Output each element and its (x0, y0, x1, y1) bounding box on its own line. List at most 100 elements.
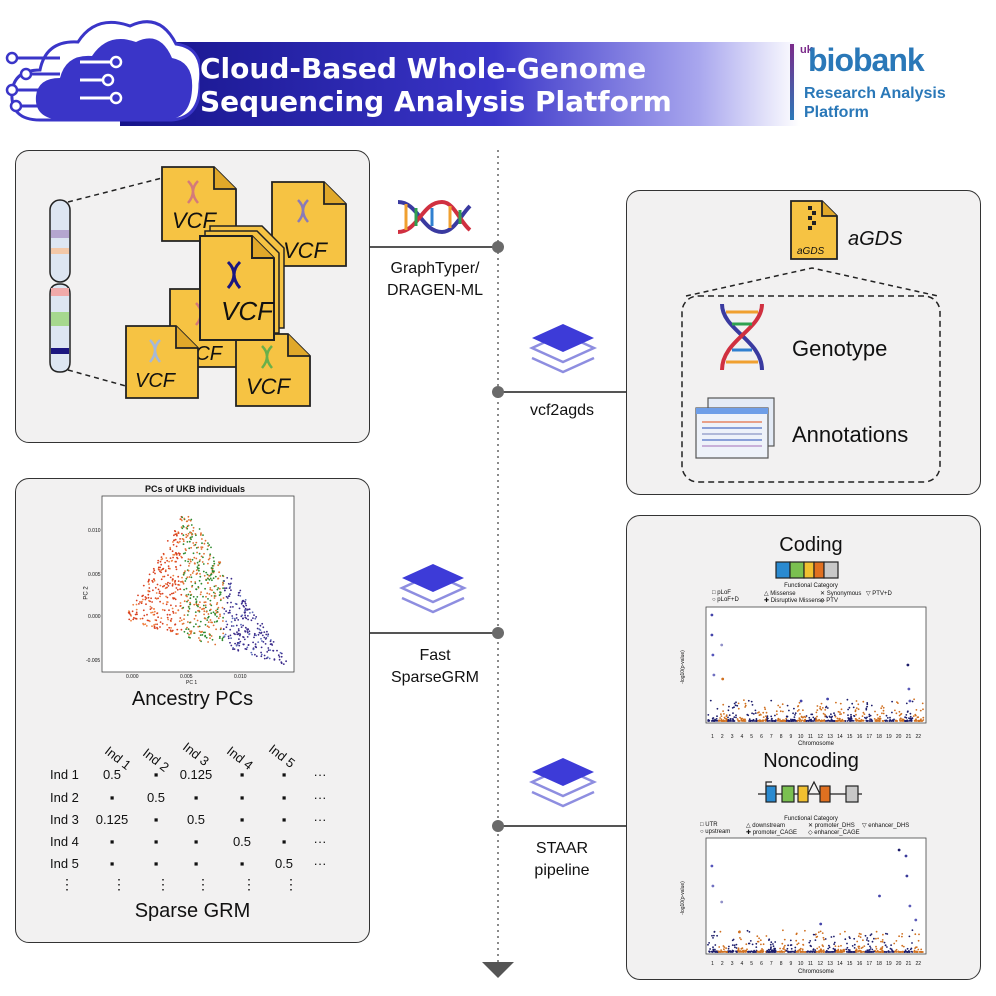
pca-point (263, 631, 266, 633)
pca-point (175, 612, 177, 614)
pca-point (204, 623, 207, 626)
manhattan-point (822, 936, 825, 939)
grm-cell: ▪ (193, 856, 199, 871)
grm-cell: ▪ (281, 767, 287, 782)
pca-point (182, 606, 185, 609)
pca-point (227, 637, 230, 640)
manhattan-point (716, 934, 718, 937)
pca-point (272, 649, 274, 652)
pca-point (191, 572, 194, 574)
manhattan-point (797, 705, 799, 708)
pca-point (229, 593, 231, 595)
pca-point (262, 626, 265, 629)
pca-point (222, 628, 225, 631)
pca-point (263, 657, 266, 660)
pca-point (139, 601, 141, 603)
pca-point (180, 619, 183, 622)
pca-point (235, 613, 238, 616)
pca-point (202, 631, 205, 634)
pca-point (271, 644, 274, 646)
pca-point (247, 615, 249, 617)
manhattan-point (881, 940, 884, 943)
pca-point (166, 613, 169, 616)
pca-point (185, 520, 188, 523)
pca-point (250, 619, 253, 622)
grm-row-header: Ind 3 (50, 812, 79, 827)
manhattan-point (789, 939, 792, 942)
manhattan-point (848, 950, 851, 953)
pca-point (189, 636, 191, 639)
manhattan-point (804, 929, 806, 932)
manhattan-point (870, 720, 873, 722)
pca-point (212, 577, 215, 580)
manhattan-point (844, 930, 846, 933)
manhattan-point (896, 701, 898, 703)
logo-uk: uk (800, 44, 813, 56)
manhattan-point (712, 949, 715, 952)
pca-point (247, 628, 250, 631)
manhattan-point (746, 929, 749, 932)
manhattan-point (731, 944, 734, 946)
pca-point (246, 631, 249, 634)
pca-point (198, 625, 201, 628)
manhattan-point (803, 720, 806, 722)
manhattan-point (819, 706, 822, 708)
grm-ellipsis: ⋮ (196, 876, 210, 892)
manhattan-point (866, 937, 869, 939)
manhattan-point (785, 949, 788, 952)
chromosome-tick: 22 (915, 734, 922, 740)
pca-point (162, 585, 164, 588)
manhattan-point (822, 712, 825, 715)
manhattan-point (869, 945, 871, 948)
pca-point (217, 577, 219, 580)
manhattan-point (768, 951, 771, 953)
manhattan-point (770, 941, 773, 944)
manhattan-point (895, 940, 898, 942)
pca-point (166, 601, 168, 603)
pca-point (183, 630, 186, 633)
manhattan-point (851, 945, 854, 947)
noncoding-legend-item: □ UTR (700, 822, 718, 828)
pca-point (157, 559, 160, 562)
pca-point (236, 631, 238, 634)
pca-point (253, 636, 255, 639)
manhattan-point (902, 945, 905, 948)
manhattan-point (816, 947, 819, 950)
manhattan-point (858, 932, 861, 935)
pca-point (147, 589, 150, 592)
manhattan-point (727, 950, 730, 953)
pca-point (243, 638, 246, 641)
pca-xtick: 0.010 (234, 674, 247, 680)
manhattan-point (733, 702, 736, 705)
manhattan-point (881, 720, 884, 722)
manhattan-point (845, 948, 848, 951)
manhattan-point (800, 715, 803, 718)
pca-point (245, 604, 248, 607)
pca-point (189, 601, 191, 604)
manhattan-point (823, 951, 825, 953)
manhattan-point (876, 720, 879, 722)
pca-point (226, 597, 229, 599)
pca-point (160, 617, 163, 619)
manhattan-peak (908, 904, 912, 908)
pca-point (188, 540, 191, 543)
manhattan-point (772, 945, 775, 948)
pca-point (169, 576, 172, 579)
grm-cell: ▪ (193, 834, 199, 849)
manhattan-point (909, 719, 912, 722)
pca-point (169, 548, 172, 551)
manhattan-point (859, 936, 862, 939)
manhattan-point (882, 712, 885, 715)
manhattan-peak (905, 874, 909, 878)
pca-point (237, 629, 240, 632)
pca-point (179, 588, 182, 590)
grm-ellipsis: ⋮ (242, 876, 256, 892)
manhattan-point (854, 949, 857, 952)
manhattan-point (812, 948, 815, 950)
pca-point (201, 546, 204, 549)
manhattan-point (758, 714, 761, 717)
manhattan-point (864, 716, 866, 719)
manhattan-point (727, 720, 729, 722)
pca-point (195, 601, 198, 604)
page-title: Cloud-Based Whole-Genome Sequencing Anal… (200, 52, 672, 118)
